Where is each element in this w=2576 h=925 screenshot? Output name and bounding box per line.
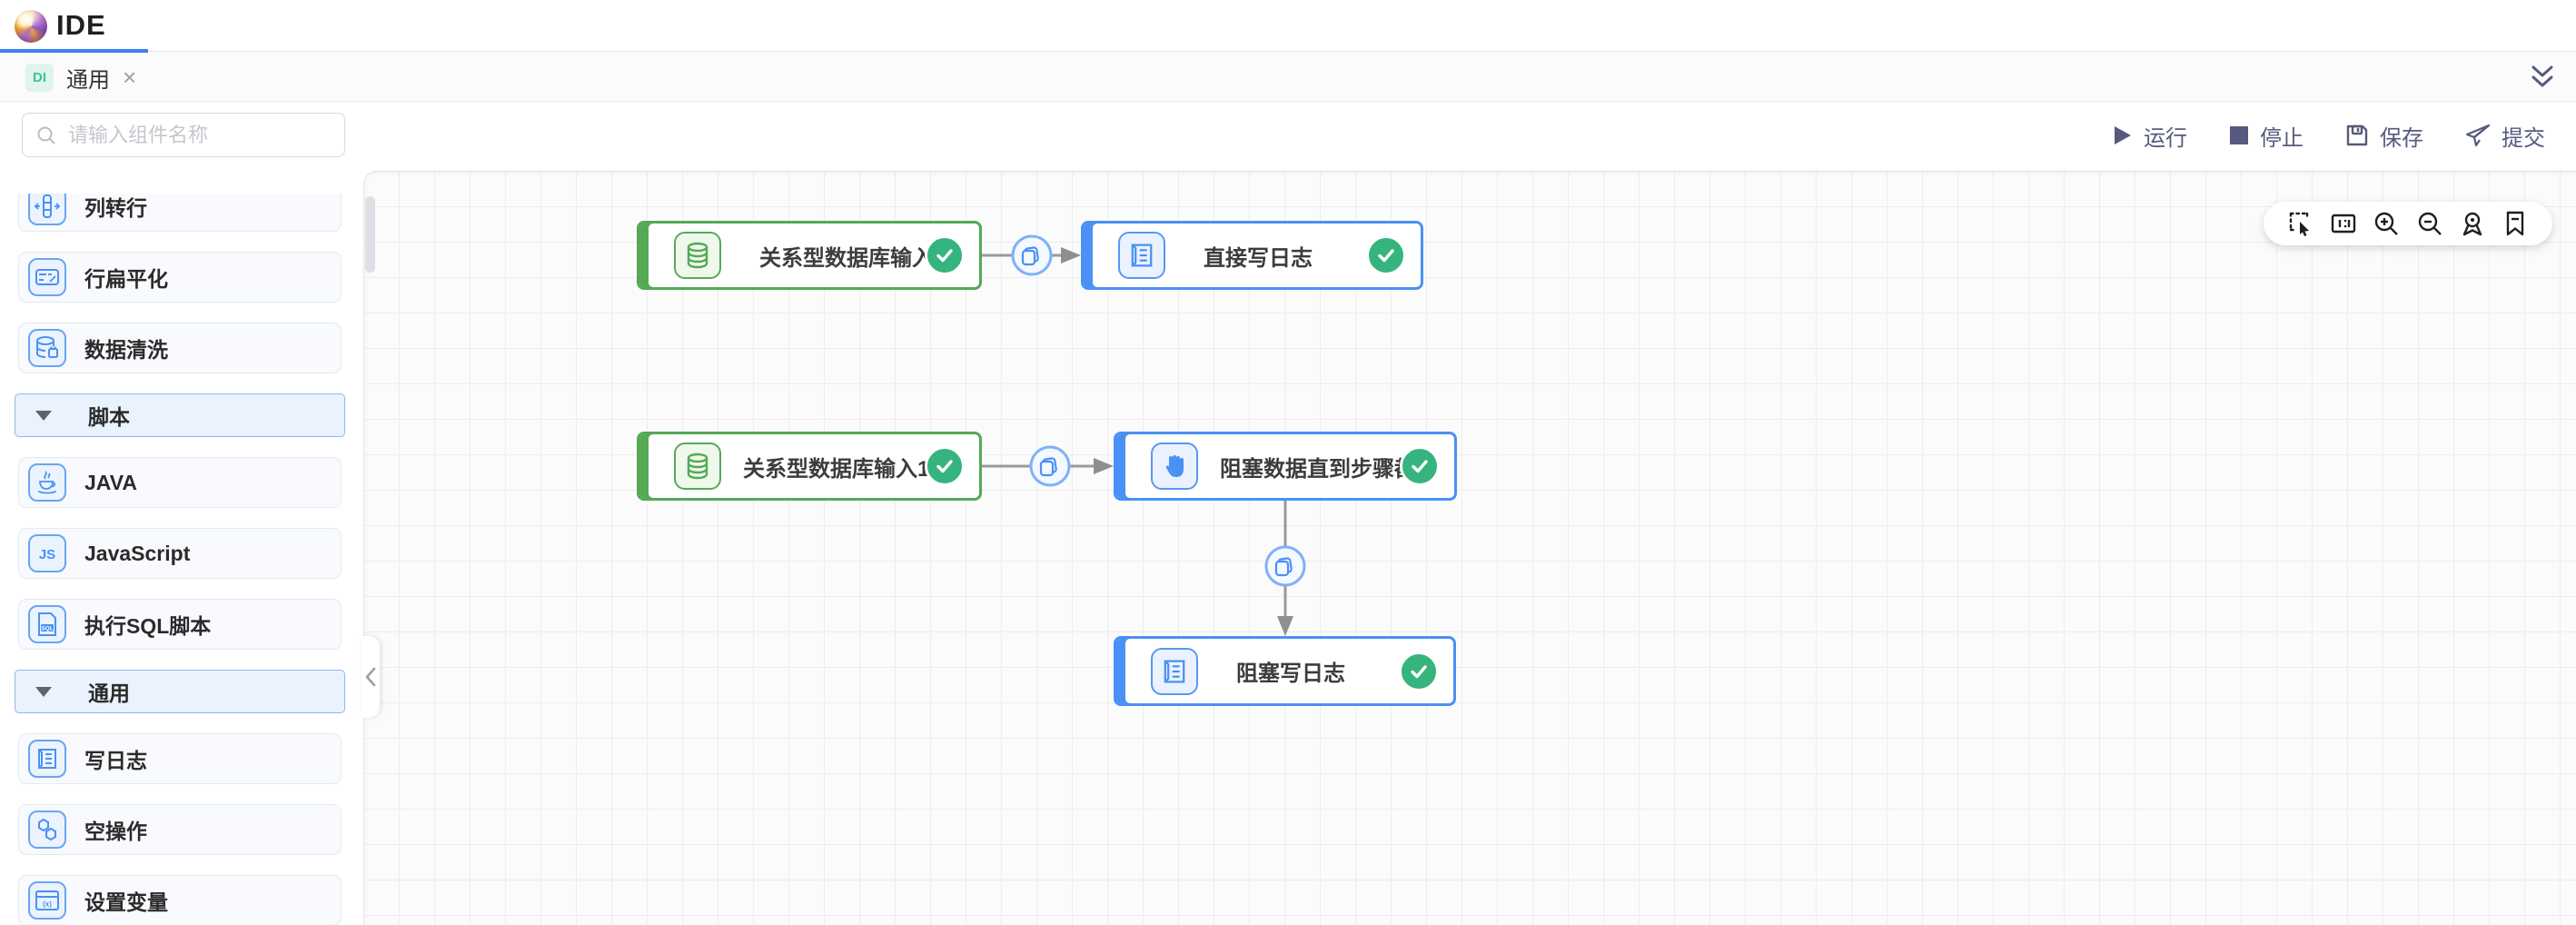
locate-button[interactable] <box>2459 210 2486 237</box>
submit-label: 提交 <box>2502 125 2545 151</box>
component-item-label: 列转行 <box>84 196 147 220</box>
sub-toolbar-row: 运行 停止 保存 提交 <box>0 102 2576 171</box>
component-item-label: 行扁平化 <box>84 267 168 291</box>
section-label: 脚本 <box>88 405 130 429</box>
node-label: 直接写日志 <box>1204 245 1313 271</box>
component-item-label: 设置变量 <box>84 890 168 914</box>
stop-label: 停止 <box>2260 125 2304 151</box>
sidebar-scrollbar-thumb[interactable] <box>365 196 375 273</box>
zoom-out-button[interactable] <box>2416 210 2443 237</box>
svg-text:SQL: SQL <box>41 625 53 632</box>
node-label: 关系型数据库输入 <box>759 245 934 271</box>
app-title: IDE <box>56 9 106 41</box>
component-item-set-variable[interactable]: (x) 设置变量 <box>18 875 342 925</box>
app-header: IDE <box>0 0 2576 53</box>
success-check-icon <box>1400 446 1440 486</box>
stop-icon <box>2230 126 2248 144</box>
copy-rows-icon <box>1011 234 1053 276</box>
success-check-icon <box>925 235 965 275</box>
flow-canvas[interactable]: 关系型数据库输入 直接写日志 关系型数据库输入1 阻塞数据直到步骤都完 <box>363 171 2576 925</box>
component-item-javascript[interactable]: JS JavaScript <box>18 528 342 579</box>
run-toolbar: 运行 停止 保存 提交 <box>2113 114 2545 156</box>
component-item-label: JAVA <box>84 470 137 494</box>
set-variable-icon: (x) <box>28 881 66 920</box>
no-op-icon <box>28 811 66 849</box>
component-item-label: 写日志 <box>84 749 147 772</box>
component-list: 列转行 行扁平化 数据清洗 脚本 JAVA JS <box>0 194 363 925</box>
tab-tongyong[interactable]: DI 通用 × <box>20 60 142 94</box>
search-icon <box>37 126 55 144</box>
hand-block-icon <box>1151 443 1198 490</box>
component-search[interactable] <box>22 113 345 157</box>
save-label: 保存 <box>2380 125 2423 151</box>
sql-script-icon: SQL <box>28 605 66 643</box>
section-header-script[interactable]: 脚本 <box>15 393 345 437</box>
svg-text:(x): (x) <box>43 900 52 909</box>
component-item-column-to-row[interactable]: 列转行 <box>18 194 342 232</box>
component-item-label: 执行SQL脚本 <box>84 614 212 638</box>
run-button[interactable]: 运行 <box>2113 120 2187 152</box>
component-item-write-log[interactable]: 写日志 <box>18 733 342 784</box>
collapse-tabs-chevron-icon[interactable] <box>2527 63 2558 92</box>
success-check-icon <box>925 446 965 486</box>
sidebar-collapse-handle[interactable] <box>362 636 380 718</box>
save-button[interactable]: 保存 <box>2345 120 2423 152</box>
flow-node-write-log-direct[interactable]: 直接写日志 <box>1081 221 1423 290</box>
database-icon <box>674 443 721 490</box>
tab-close-icon[interactable]: × <box>123 64 137 91</box>
component-sidebar: 列转行 行扁平化 数据清洗 脚本 JAVA JS <box>0 171 363 925</box>
marquee-select-button[interactable] <box>2287 210 2314 237</box>
flow-node-database-input-1[interactable]: 关系型数据库输入1 <box>637 432 982 501</box>
success-check-icon <box>1366 235 1406 275</box>
component-item-label: 数据清洗 <box>84 338 168 362</box>
database-icon <box>674 232 721 279</box>
zoom-in-button[interactable] <box>2373 210 2400 237</box>
flow-node-database-input[interactable]: 关系型数据库输入 <box>637 221 982 290</box>
tab-type-badge: DI <box>25 63 54 92</box>
component-item-row-flatten[interactable]: 行扁平化 <box>18 252 342 303</box>
run-label: 运行 <box>2144 125 2187 151</box>
caret-down-icon <box>35 410 52 421</box>
send-icon <box>2465 124 2491 147</box>
write-log-icon <box>28 740 66 778</box>
row-flatten-icon <box>28 258 66 296</box>
copy-rows-icon <box>1029 445 1071 487</box>
fit-view-button[interactable] <box>2330 210 2357 237</box>
node-label: 关系型数据库输入1 <box>743 456 930 482</box>
tab-label: 通用 <box>66 67 110 93</box>
section-label: 通用 <box>88 681 130 705</box>
copy-rows-icon <box>1264 545 1306 587</box>
section-header-general[interactable]: 通用 <box>15 670 345 713</box>
play-icon <box>2115 126 2131 144</box>
bookmark-button[interactable] <box>2502 210 2529 237</box>
data-clean-icon <box>28 329 66 367</box>
component-item-label: 空操作 <box>84 820 147 843</box>
canvas-toolbar <box>2264 202 2552 245</box>
component-item-sql-script[interactable]: SQL 执行SQL脚本 <box>18 599 342 650</box>
tab-bar: DI 通用 × <box>0 52 2576 102</box>
search-input[interactable] <box>68 123 322 147</box>
svg-text:JS: JS <box>39 547 55 562</box>
flow-node-block-until-done[interactable]: 阻塞数据直到步骤都完 <box>1114 432 1457 501</box>
write-log-icon <box>1151 647 1198 695</box>
java-icon <box>28 463 66 502</box>
caret-down-icon <box>35 686 52 697</box>
javascript-icon: JS <box>28 534 66 572</box>
component-item-label: JavaScript <box>84 541 191 565</box>
write-log-icon <box>1118 232 1165 279</box>
node-label: 阻塞写日志 <box>1236 661 1345 686</box>
submit-button[interactable]: 提交 <box>2465 120 2545 152</box>
column-to-row-icon <box>28 194 66 225</box>
component-item-no-op[interactable]: 空操作 <box>18 804 342 855</box>
stop-button[interactable]: 停止 <box>2229 120 2304 152</box>
active-nav-indicator <box>0 49 148 53</box>
flow-node-write-log-blocking[interactable]: 阻塞写日志 <box>1114 636 1456 706</box>
success-check-icon <box>1399 651 1439 691</box>
save-icon <box>2346 124 2368 146</box>
component-item-data-clean[interactable]: 数据清洗 <box>18 323 342 373</box>
chevron-left-icon <box>365 667 376 687</box>
component-item-java[interactable]: JAVA <box>18 457 342 508</box>
app-logo-icon <box>15 10 47 43</box>
